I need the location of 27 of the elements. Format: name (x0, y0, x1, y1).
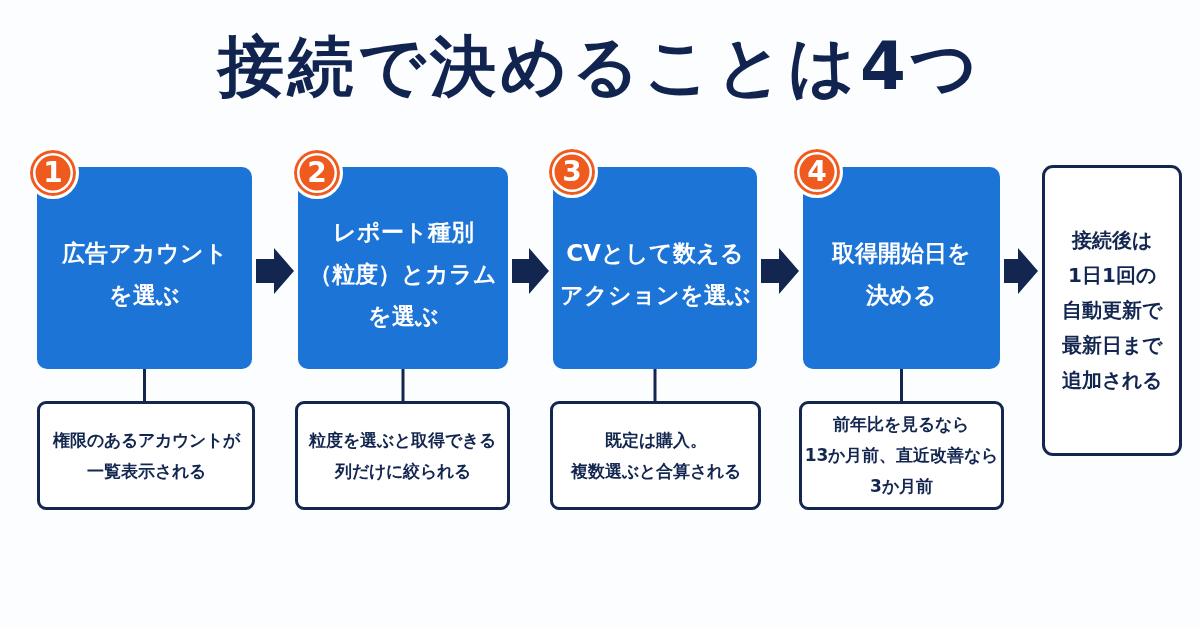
summary-text: 接続後は1日1回の自動更新で最新日まで追加される (1062, 227, 1162, 394)
note-text: 粒度を選ぶと取得できる列だけに絞られる (309, 428, 496, 483)
number-badge: 2 (291, 147, 343, 199)
title: 接続で決めることは4つ (218, 29, 982, 105)
note-box (799, 401, 1004, 510)
connector-line (143, 369, 146, 401)
note-box (37, 401, 255, 510)
note-text: 既定は購入。複数選ぶと合算される (570, 428, 741, 483)
note-text: 権限のあるアカウントが一覧表示される (52, 428, 240, 483)
step-title: レポート種別（粒度）とカラムを選ぶ (309, 218, 497, 331)
connector-line (900, 369, 903, 401)
note-box (295, 401, 510, 510)
note-text: 前年比を見るなら13か月前、直近改善なら3か月前 (804, 413, 999, 498)
step-title: 取得開始日を決める (832, 239, 971, 310)
summary-box (1042, 165, 1182, 456)
connector-line (401, 369, 405, 401)
number-badge: 4 (791, 146, 843, 198)
step-title: CVとして数えるアクションを選ぶ (559, 239, 751, 310)
arrow (761, 248, 799, 294)
step-title: 広告アカウントを選ぶ (61, 239, 228, 310)
number-badge: 3 (546, 146, 598, 198)
number-badge: 1 (27, 147, 79, 199)
arrow (512, 248, 549, 294)
arrow (256, 248, 294, 294)
arrow (1004, 248, 1038, 294)
connector-line (653, 369, 657, 401)
note-box (550, 401, 761, 510)
